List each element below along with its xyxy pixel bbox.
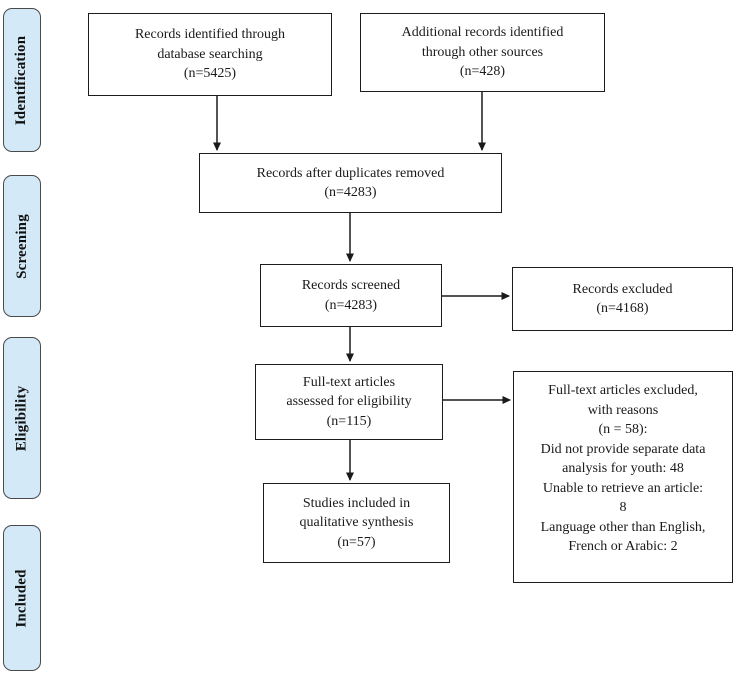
- box-records-identified-database: Records identified through database sear…: [88, 13, 332, 96]
- stage-label-screening: Screening: [3, 175, 41, 317]
- stage-label-screening-text: Screening: [13, 213, 30, 279]
- stage-label-eligibility: Eligibility: [3, 337, 41, 499]
- stage-label-eligibility-text: Eligibility: [13, 385, 30, 451]
- stage-label-included-text: Included: [13, 568, 30, 628]
- stage-label-identification: Identification: [3, 8, 41, 152]
- box-fulltext-assessed: Full-text articles assessed for eligibil…: [255, 364, 443, 440]
- box-records-after-duplicates-removed: Records after duplicates removed (n=4283…: [199, 153, 502, 213]
- box-records-screened: Records screened (n=4283): [260, 264, 442, 327]
- box-studies-included-qualitative: Studies included in qualitative synthesi…: [263, 483, 450, 563]
- stage-label-identification-text: Identification: [13, 35, 30, 125]
- stage-label-included: Included: [3, 525, 41, 671]
- box-fulltext-excluded-reasons: Full-text articles excluded, with reason…: [513, 371, 733, 583]
- box-records-excluded: Records excluded (n=4168): [512, 267, 733, 331]
- box-additional-records-other-sources: Additional records identified through ot…: [360, 13, 605, 92]
